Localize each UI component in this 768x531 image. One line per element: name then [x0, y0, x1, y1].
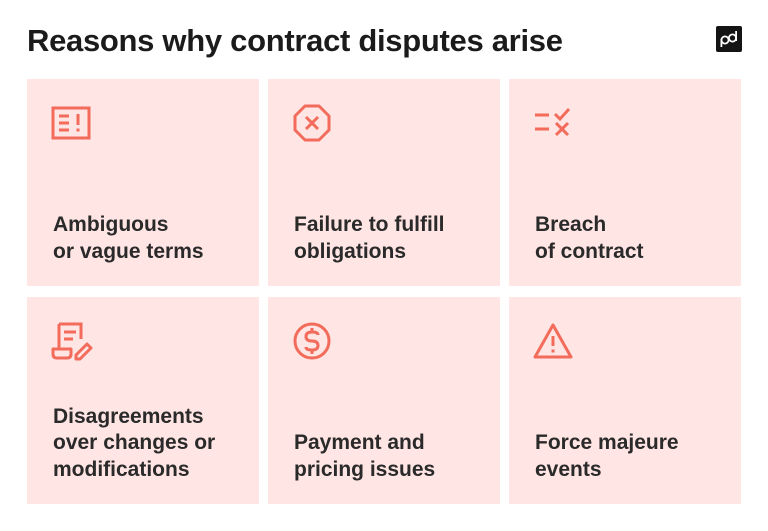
card-label: Ambiguous or vague terms	[53, 213, 204, 263]
card-label: Payment and pricing issues	[294, 431, 436, 481]
checklist-x-icon	[533, 103, 575, 145]
card-disagreements: Disagreements over changes or modificati…	[27, 297, 259, 504]
document-edit-icon	[51, 321, 93, 363]
card-force-majeure: Force majeure events	[509, 297, 741, 504]
card-label: Force majeure events	[535, 431, 679, 481]
document-alert-icon	[51, 103, 93, 145]
reasons-grid: Ambiguous or vague terms Failure to fulf…	[27, 79, 741, 504]
card-label: Failure to fulfill obligations	[294, 213, 445, 263]
page-title: Reasons why contract disputes arise	[27, 23, 563, 58]
card-ambiguous-terms: Ambiguous or vague terms	[27, 79, 259, 286]
warning-triangle-icon	[533, 321, 575, 363]
brand-logo	[716, 26, 742, 52]
octagon-x-icon	[292, 103, 334, 145]
card-label: Breach of contract	[535, 213, 644, 263]
card-failure-obligations: Failure to fulfill obligations	[268, 79, 500, 286]
card-payment: Payment and pricing issues	[268, 297, 500, 504]
pd-logo-icon	[720, 31, 738, 47]
card-label: Disagreements over changes or modificati…	[53, 404, 216, 481]
card-breach: Breach of contract	[509, 79, 741, 286]
dollar-circle-icon	[292, 321, 334, 363]
